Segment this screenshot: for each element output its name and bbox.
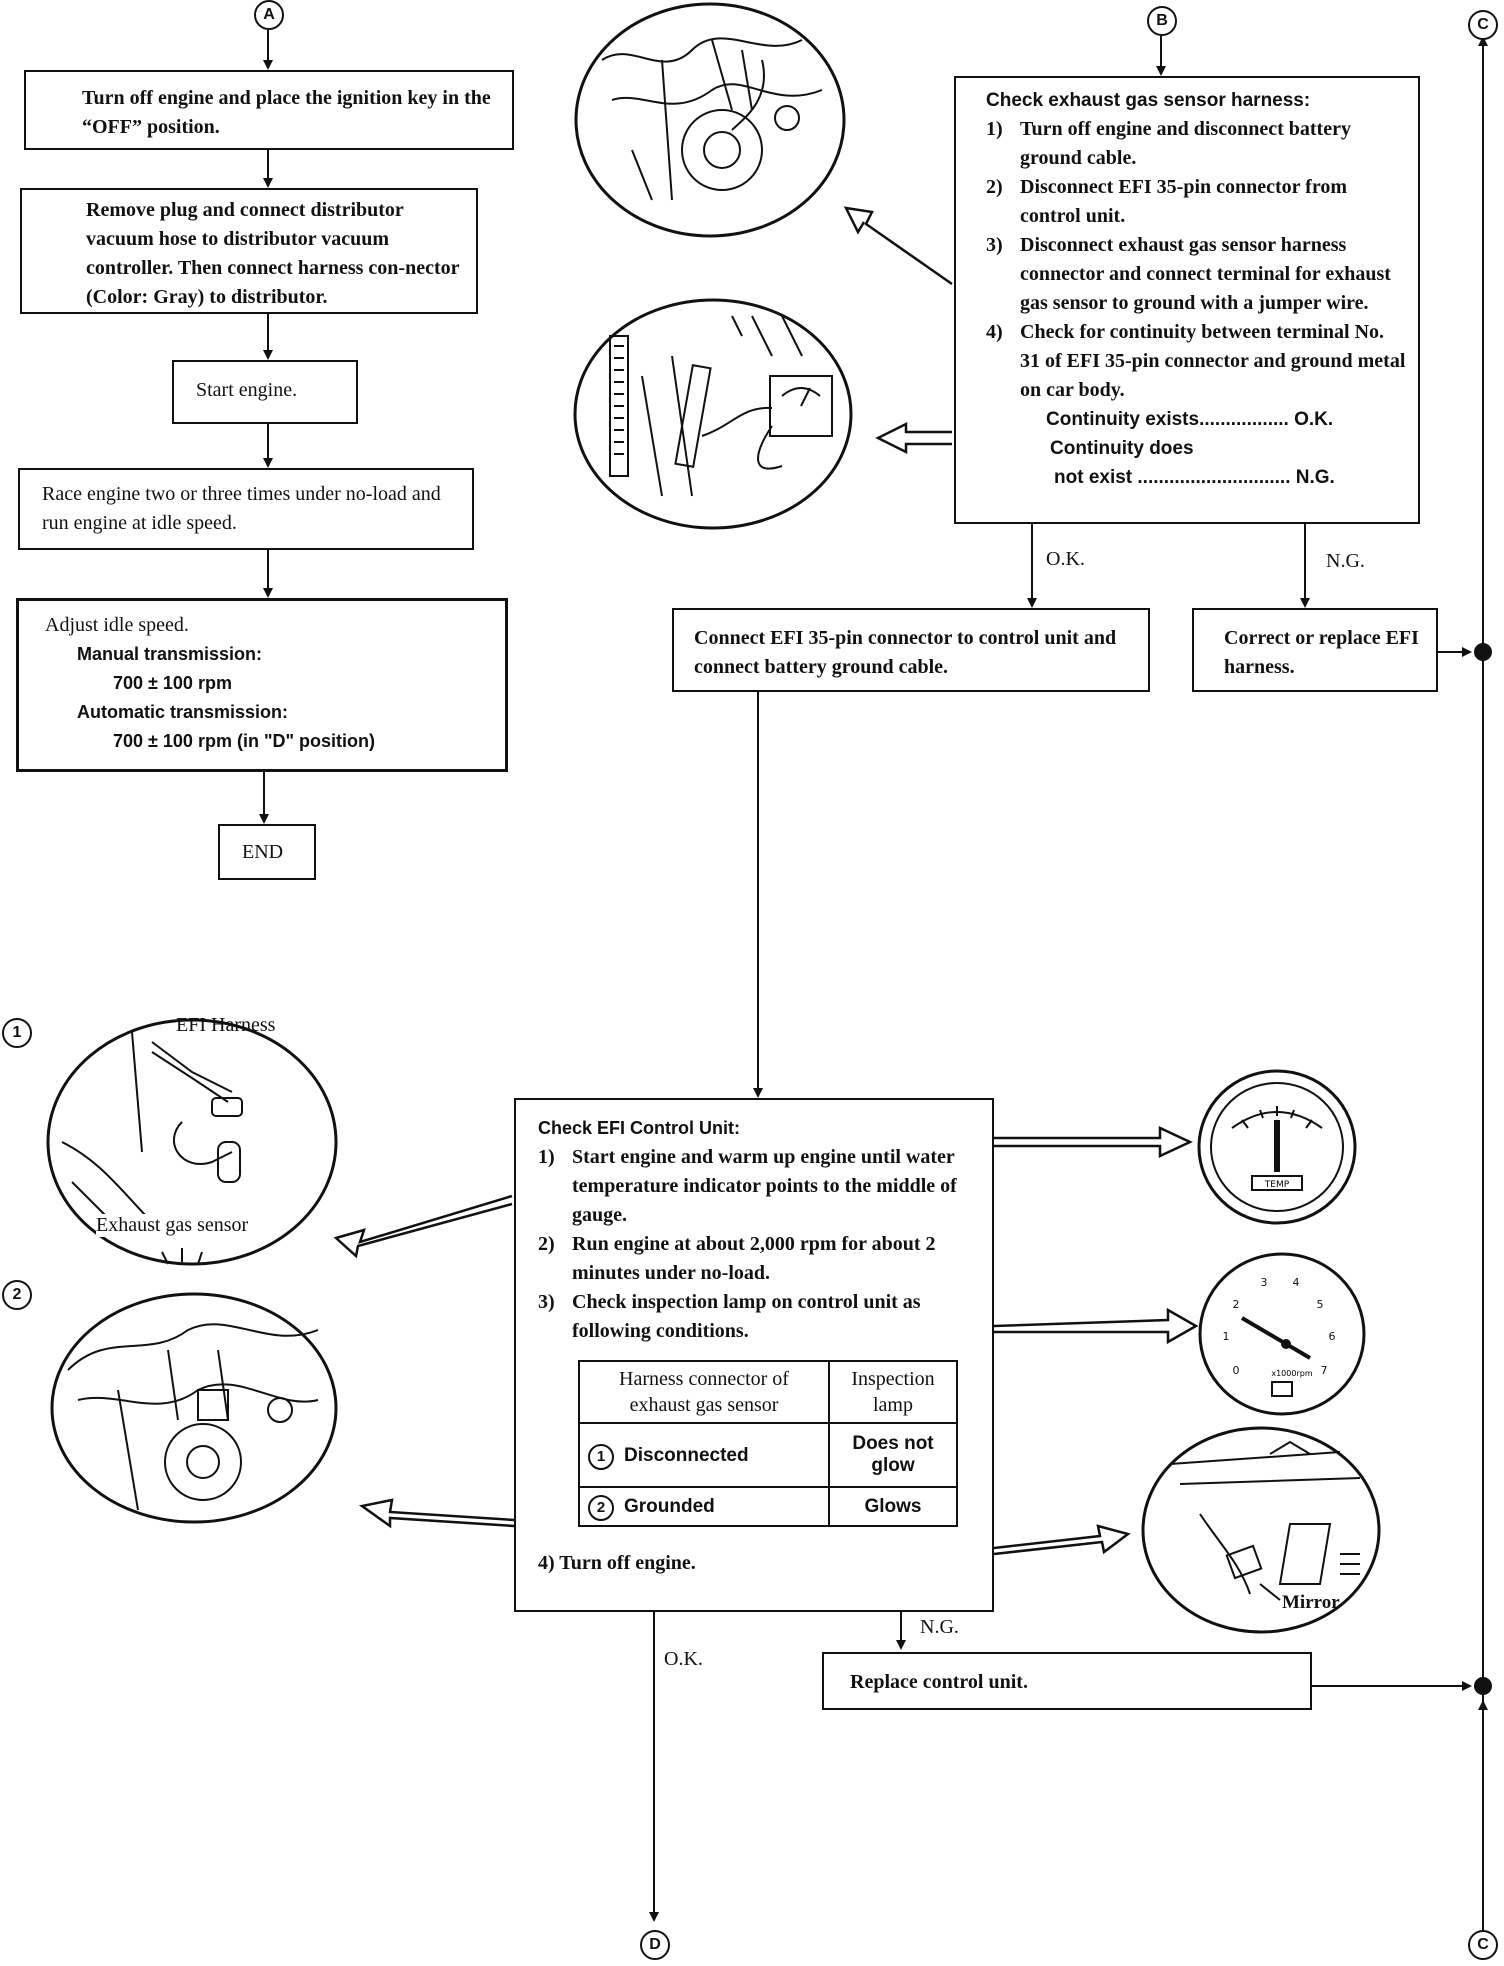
- svg-text:1: 1: [1223, 1330, 1230, 1343]
- rpm-label: x1000rpm: [1271, 1369, 1312, 1378]
- step-adjust-idle-speed: Adjust idle speed. Manual transmission: …: [16, 598, 508, 772]
- idle-title: Adjust idle speed.: [45, 614, 189, 636]
- table-header-lamp: Inspection lamp: [828, 1360, 958, 1424]
- marker-num-1: 1: [2, 1018, 32, 1048]
- harness-step-1: 1)Turn off engine and disconnect battery…: [986, 118, 1351, 169]
- inspection-mirror-illustration: [1141, 1426, 1381, 1634]
- harness-step-3: 3)Disconnect exhaust gas sensor harness …: [986, 234, 1391, 314]
- label-ok-2: O.K.: [664, 1648, 703, 1670]
- svg-text:6: 6: [1329, 1330, 1336, 1343]
- svg-text:7: 7: [1321, 1364, 1328, 1377]
- svg-text:5: 5: [1317, 1298, 1324, 1311]
- control-step-3: 3)Check inspection lamp on control unit …: [538, 1291, 921, 1342]
- temp-label: TEMP: [1264, 1180, 1290, 1190]
- label-efi-harness: EFI Harness: [176, 1014, 276, 1036]
- svg-text:3: 3: [1261, 1276, 1268, 1289]
- label-ng-2: N.G.: [920, 1616, 959, 1638]
- connector-c-bottom: C: [1468, 1930, 1498, 1960]
- control-step-2: 2)Run engine at about 2,000 rpm for abou…: [538, 1233, 936, 1284]
- harness-result-ng-line2: not exist ............................. …: [1054, 467, 1335, 488]
- label-ng-1: N.G.: [1326, 550, 1365, 572]
- hollow-arrow-to-photo2: [358, 1498, 515, 1529]
- step-race-engine: Race engine two or three times under no-…: [18, 468, 474, 550]
- water-temp-gauge-illustration: TEMP: [1197, 1069, 1357, 1225]
- harness-result-ng-line1: Continuity does: [1050, 438, 1194, 459]
- end-text: END: [242, 841, 284, 863]
- hollow-arrow-to-photo1: [333, 1194, 513, 1259]
- connector-a: A: [254, 0, 284, 30]
- tacho-numbers: 0 1 2 3 4 5 6 7: [1223, 1276, 1336, 1377]
- marker-num-2: 2: [2, 1280, 32, 1310]
- label-ok-1: O.K.: [1046, 548, 1085, 570]
- harness-check-steps: 1)Turn off engine and disconnect battery…: [986, 115, 1406, 405]
- table-row2-lamp: Glows: [828, 1486, 958, 1527]
- step2-text: Remove plug and connect distributor vacu…: [86, 199, 460, 308]
- connector-c-top: C: [1468, 10, 1498, 40]
- engine-bay-illustration-bottom: [50, 1292, 338, 1524]
- end-box: END: [218, 824, 316, 880]
- step-connect-vacuum-hose: Remove plug and connect distributor vacu…: [20, 188, 478, 314]
- harness-step-2: 2)Disconnect EFI 35-pin connector from c…: [986, 176, 1348, 227]
- manual-value: 700 ± 100 rpm: [113, 673, 232, 693]
- hollow-arrow-to-tacho: [993, 1307, 1199, 1345]
- label-exhaust-gas-sensor: Exhaust gas sensor: [96, 1214, 249, 1237]
- correct-harness-text: Correct or replace EFI harness.: [1224, 627, 1419, 678]
- control-check-steps: 1)Start engine and warm up engine until …: [538, 1143, 980, 1346]
- row1-number-badge: 1: [588, 1443, 614, 1470]
- step-turn-off-engine: Turn off engine and place the ignition k…: [24, 70, 514, 150]
- step4-text: Race engine two or three times under no-…: [42, 483, 441, 534]
- exhaust-sensor-harness-illustration: [46, 1018, 338, 1266]
- hollow-arrow-to-illus2: [875, 421, 952, 455]
- continuity-check-illustration: [573, 298, 853, 530]
- step1-text: Turn off engine and place the ignition k…: [82, 87, 491, 138]
- connector-b: B: [1147, 6, 1177, 36]
- table-row1-lamp: Does not glow: [828, 1422, 958, 1488]
- auto-label: Automatic transmission:: [77, 702, 289, 722]
- hollow-arrow-to-illus1: [843, 206, 953, 286]
- junction-dot-lower: [1474, 1677, 1492, 1695]
- step3-text: Start engine.: [196, 379, 298, 401]
- svg-text:0: 0: [1233, 1364, 1240, 1377]
- connect-efi-text: Connect EFI 35-pin connector to control …: [694, 627, 1117, 678]
- step-start-engine: Start engine.: [172, 360, 358, 424]
- inspection-table: Harness connector of exhaust gas sensor …: [578, 1360, 958, 1527]
- control-unit-check-box: Check EFI Control Unit: 1)Start engine a…: [514, 1098, 994, 1612]
- label-mirror: Mirror: [1282, 1592, 1340, 1613]
- auto-value: 700 ± 100 rpm (in "D" position): [113, 731, 375, 751]
- connect-efi-box: Connect EFI 35-pin connector to control …: [672, 608, 1150, 692]
- manual-label: Manual transmission:: [77, 644, 263, 664]
- tachometer-illustration: 0 1 2 3 4 5 6 7 x1000rpm: [1198, 1252, 1366, 1416]
- svg-text:2: 2: [1233, 1298, 1240, 1311]
- control-step-4: 4) Turn off engine.: [538, 1552, 696, 1574]
- control-check-title: Check EFI Control Unit:: [538, 1118, 740, 1138]
- table-header-harness: Harness connector of exhaust gas sensor: [578, 1360, 830, 1424]
- harness-result-ok: Continuity exists................. O.K.: [1046, 409, 1334, 430]
- engine-bay-illustration-top: [574, 2, 846, 238]
- hollow-arrow-to-mirror: [993, 1524, 1131, 1556]
- replace-control-unit-box: Replace control unit.: [822, 1652, 1312, 1710]
- control-step-1: 1)Start engine and warm up engine until …: [538, 1146, 957, 1226]
- replace-control-unit-text: Replace control unit.: [850, 1671, 1028, 1693]
- harness-check-box: Check exhaust gas sensor harness: 1)Turn…: [954, 76, 1420, 524]
- junction-dot-upper: [1474, 643, 1492, 661]
- row2-number-badge: 2: [588, 1495, 614, 1521]
- harness-step-4: 4)Check for continuity between terminal …: [986, 321, 1406, 401]
- svg-text:4: 4: [1293, 1276, 1300, 1289]
- hollow-arrow-to-temp: [994, 1126, 1193, 1158]
- connector-d: D: [640, 1930, 670, 1960]
- harness-check-title: Check exhaust gas sensor harness:: [986, 90, 1311, 111]
- correct-harness-box: Correct or replace EFI harness.: [1192, 608, 1438, 692]
